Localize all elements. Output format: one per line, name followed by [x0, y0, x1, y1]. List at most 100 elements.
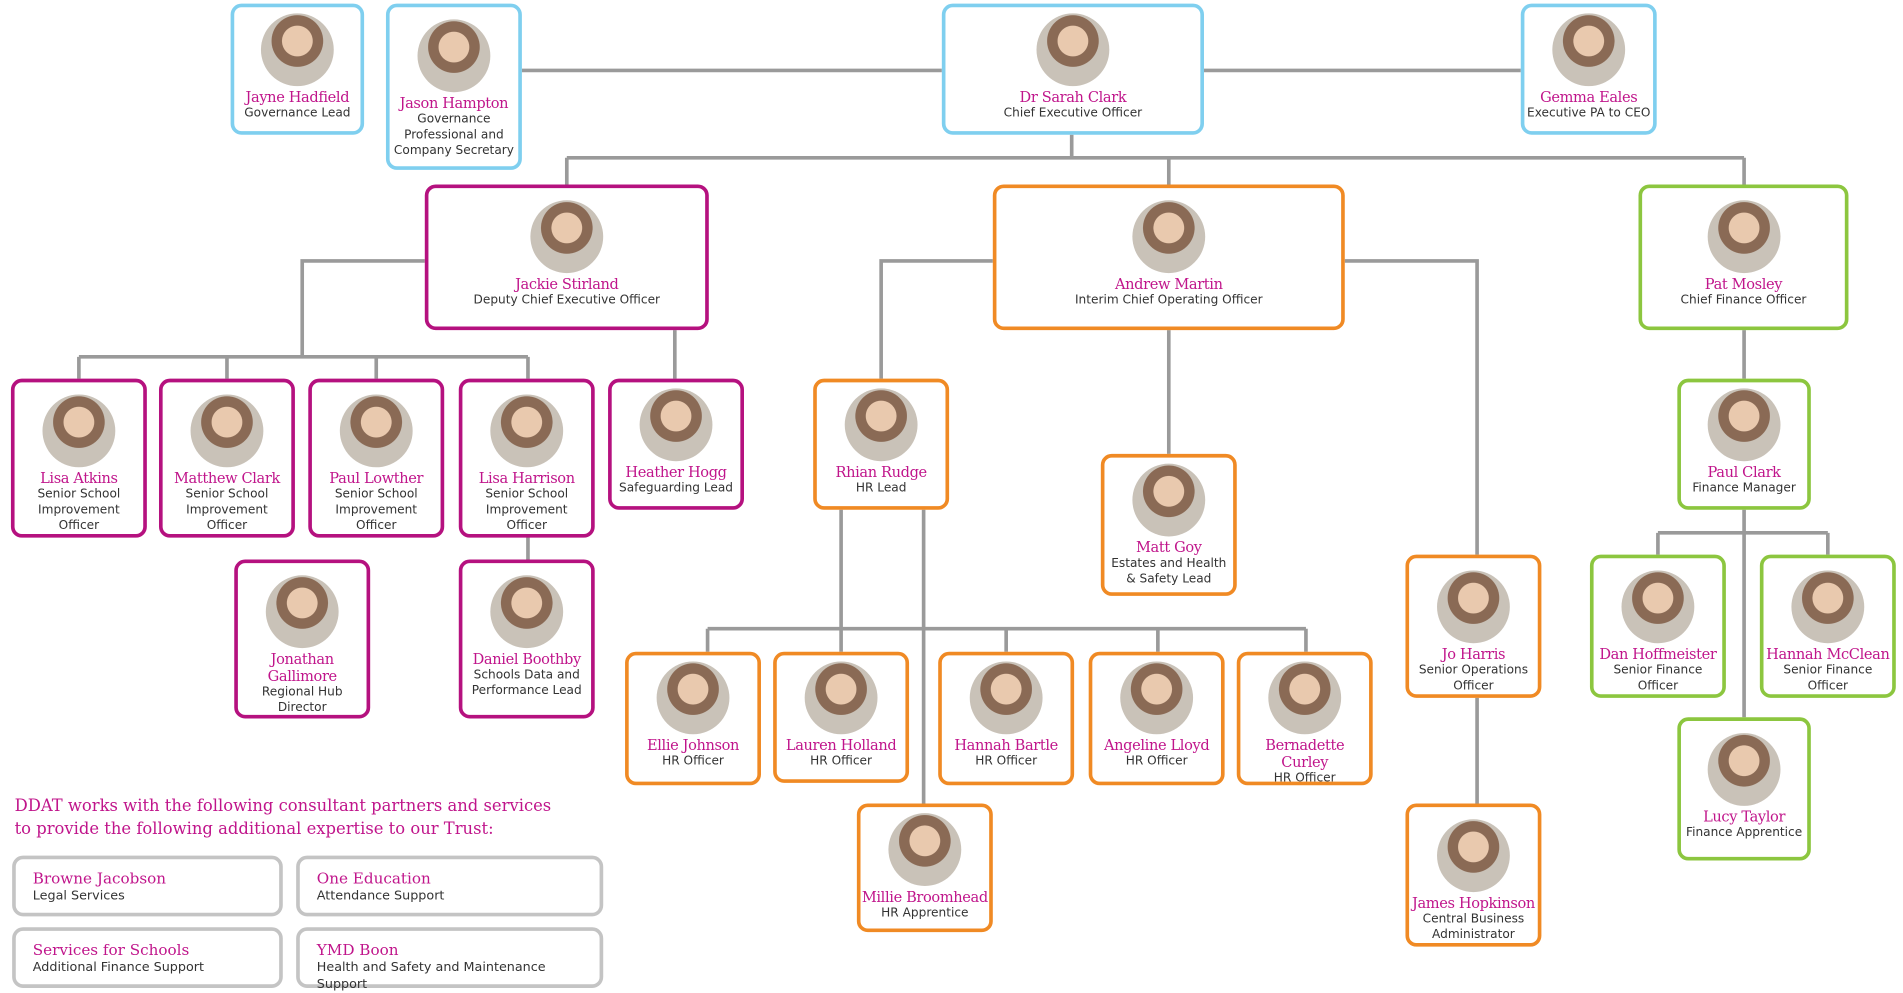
person-card: Jayne Hadfield Governance Lead [230, 3, 365, 135]
person-card: Millie Broomhead HR Apprentice [856, 803, 993, 933]
avatar [1621, 570, 1695, 644]
person-name: Andrew Martin [1114, 275, 1223, 293]
partners-heading: DDAT works with the following consultant… [15, 795, 552, 841]
partner-name: Services for Schools [32, 940, 190, 959]
avatar [42, 394, 116, 468]
partner-card: Browne Jacobson Legal Services [12, 855, 283, 917]
person-title: HR Officer [975, 754, 1038, 769]
partner-card: Services for Schools Additional Finance … [12, 927, 283, 988]
person-card: Gemma Eales Executive PA to CEO [1520, 3, 1657, 135]
avatar [1707, 200, 1780, 274]
avatar [1552, 13, 1626, 87]
person-card: Hannah McClean Senior Finance Officer [1759, 554, 1896, 698]
person-title: HR Officer [810, 754, 873, 769]
person-name: Dr Sarah Clark [1019, 88, 1127, 106]
partners-heading-line: DDAT works with the following consultant… [14, 796, 552, 816]
person-name: Hannah McClean [1766, 645, 1890, 663]
person-name: Angeline Lloyd [1103, 736, 1210, 754]
person-title: Senior School Improvement Officer [485, 487, 569, 533]
avatar [260, 13, 334, 87]
connector [705, 509, 1308, 804]
person-title: Senior School Improvement Officer [37, 487, 121, 533]
avatar [1707, 733, 1781, 806]
partners-heading-line: to provide the following additional expe… [14, 819, 494, 839]
person-name: Jonathan Gallimore [267, 650, 338, 685]
connector [77, 259, 677, 560]
person-name: Lisa Atkins [40, 469, 118, 487]
person-name: Millie Broomhead [861, 888, 988, 906]
person-card: Angeline Lloyd HR Officer [1088, 651, 1225, 786]
person-card: Jason Hampton Governance Professional an… [385, 3, 522, 170]
person-card: Pat Mosley Chief Finance Officer [1638, 184, 1849, 331]
person-title: Estates and Health & Safety Lead [1111, 557, 1227, 587]
avatar [844, 388, 918, 462]
person-title: HR Lead [855, 481, 907, 496]
partner-name: One Education [316, 869, 431, 888]
person-title: Senior Operations Officer [1418, 663, 1529, 694]
person-name: Gemma Eales [1540, 88, 1638, 106]
person-title: Schools Data and Performance Lead [471, 668, 582, 698]
connector [879, 259, 1479, 555]
person-card: Heather Hogg Safeguarding Lead [608, 378, 744, 510]
person-name: Rhian Rudge [835, 463, 927, 481]
person-name: Matt Goy [1135, 538, 1202, 556]
person-card: Lisa Atkins Senior School Improvement Of… [10, 378, 147, 538]
person-card: Matthew Clark Senior School Improvement … [158, 378, 295, 538]
person-title: Chief Executive Officer [1003, 106, 1143, 121]
partner-name: YMD Boon [316, 940, 399, 959]
person-title: Senior School Improvement Officer [185, 487, 269, 533]
person-name: Lauren Holland [785, 736, 897, 754]
person-card: Dr Sarah Clark Chief Executive Officer [941, 3, 1204, 135]
person-name: Lisa Harrison [478, 469, 575, 487]
avatar [1132, 463, 1206, 537]
person-card: Andrew Martin Interim Chief Operating Of… [992, 184, 1345, 331]
partner-card: YMD Boon Health and Safety and Maintenan… [296, 927, 604, 992]
person-card: Ellie Johnson HR Officer [625, 651, 761, 786]
person-name: Matthew Clark [173, 469, 280, 487]
person-name: Daniel Boothby [472, 650, 582, 668]
avatar [888, 813, 962, 887]
person-title: Senior School Improvement Officer [334, 487, 418, 533]
person-card: Hannah Bartle HR Officer [938, 651, 1075, 786]
person-card: Paul Lowther Senior School Improvement O… [308, 378, 445, 538]
avatar [1120, 661, 1194, 735]
person-name: Pat Mosley [1704, 275, 1783, 293]
person-name: Jayne Hadfield [245, 88, 350, 106]
person-card: Jo Harris Senior Operations Officer [1405, 554, 1542, 698]
person-title: HR Officer [662, 754, 724, 769]
person-card: Matt Goy Estates and Health & Safety Lea… [1100, 453, 1237, 596]
person-name: Ellie Johnson [646, 736, 740, 754]
avatar [1036, 13, 1110, 87]
person-title: HR Officer [1125, 754, 1188, 769]
person-title: Deputy Chief Executive Officer [473, 293, 661, 308]
avatar [530, 200, 604, 274]
person-card: Lucy Taylor Finance Apprentice [1677, 717, 1811, 861]
person-card: Lisa Harrison Senior School Improvement … [458, 378, 595, 538]
avatar [1132, 200, 1206, 274]
partner-service: Attendance Support [316, 888, 445, 903]
person-card: Paul Clark Finance Manager [1677, 378, 1811, 510]
avatar [190, 394, 264, 468]
avatar [339, 394, 413, 468]
avatar [265, 575, 339, 649]
person-name: Bernadette Curley [1265, 736, 1345, 771]
person-card: Jackie Stirland Deputy Chief Executive O… [424, 184, 709, 331]
avatar [1437, 570, 1510, 644]
person-name: Hannah Bartle [954, 736, 1058, 754]
avatar [969, 661, 1043, 735]
avatar [417, 19, 491, 93]
avatar [656, 661, 730, 735]
person-card: Dan Hoffmeister Senior Finance Officer [1589, 554, 1726, 698]
person-title: HR Apprentice [881, 906, 969, 920]
partner-service: Health and Safety and Maintenance Suppor… [316, 960, 546, 992]
avatar [1268, 661, 1342, 735]
person-card: Jonathan Gallimore Regional Hub Director [234, 559, 371, 719]
avatar [1791, 570, 1865, 644]
person-title: Senior Finance Officer [1613, 663, 1703, 694]
person-title: Central Business Administrator [1422, 912, 1525, 942]
person-title: Governance Lead [244, 106, 351, 121]
person-card: Bernadette Curley HR Officer [1236, 651, 1373, 786]
person-card: Lauren Holland HR Officer [773, 651, 910, 783]
